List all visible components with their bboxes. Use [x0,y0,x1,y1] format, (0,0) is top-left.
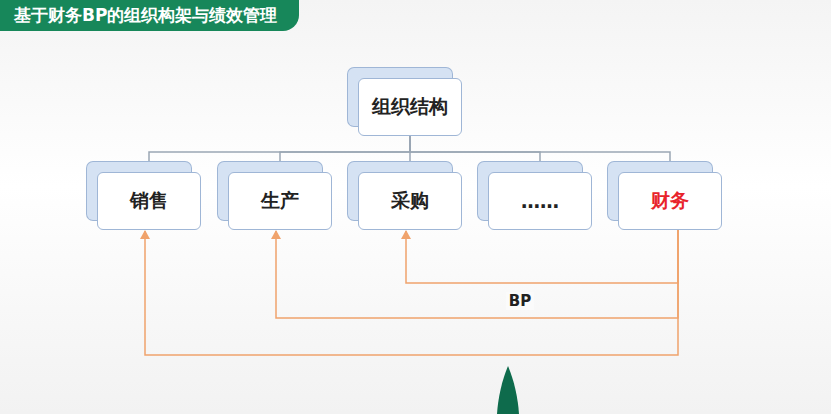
box-label: 采购 [391,188,429,214]
title-bar: 基于财务BP的组织构架与绩效管理 [0,0,299,31]
tree-line [280,136,410,172]
tree-line [410,136,670,172]
bp-label: BP [506,292,534,310]
org-box: 财务 [618,172,722,230]
org-box: 组织结构 [358,78,462,136]
box-label: 组织结构 [372,94,448,120]
box-label: 生产 [261,188,299,214]
box-label: 销售 [130,188,168,214]
tree-line [410,136,540,172]
bp-arrow [276,230,678,318]
bp-arrow [145,230,678,355]
green-drop [497,366,519,414]
bp-arrow [406,230,678,283]
box-label: 财务 [651,188,689,214]
tree-line [149,136,410,172]
org-box: 采购 [358,172,462,230]
org-box: …… [488,172,592,230]
org-box: 生产 [228,172,332,230]
org-box: 销售 [97,172,201,230]
box-label: …… [521,190,559,212]
